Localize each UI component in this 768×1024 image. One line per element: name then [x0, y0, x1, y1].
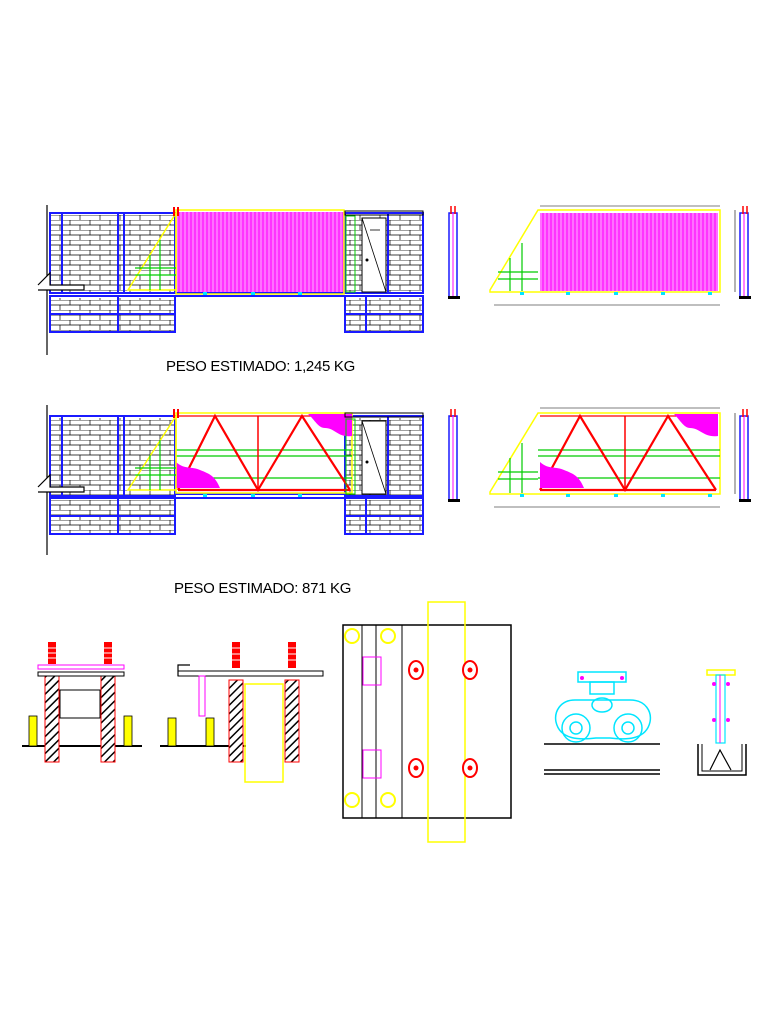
section-gate-2 — [448, 409, 460, 502]
detail-base-plate — [342, 601, 512, 843]
elevation-bar-gate-closed — [37, 205, 424, 355]
gate-truss-open-view — [489, 407, 751, 508]
detail-guide-post — [160, 642, 324, 783]
gate-bars-open-view — [489, 205, 751, 306]
weight-label-bottom: PESO ESTIMADO: 871 KG — [174, 580, 352, 597]
detail-anchor-bolts — [22, 642, 142, 763]
detail-wheel-carriage — [544, 671, 660, 775]
elevation-truss-gate-closed — [37, 405, 424, 555]
weight-label-top: PESO ESTIMADO: 1,245 KG — [166, 358, 356, 375]
section-gate-1 — [448, 206, 460, 299]
detail-channel-guide — [697, 669, 747, 776]
